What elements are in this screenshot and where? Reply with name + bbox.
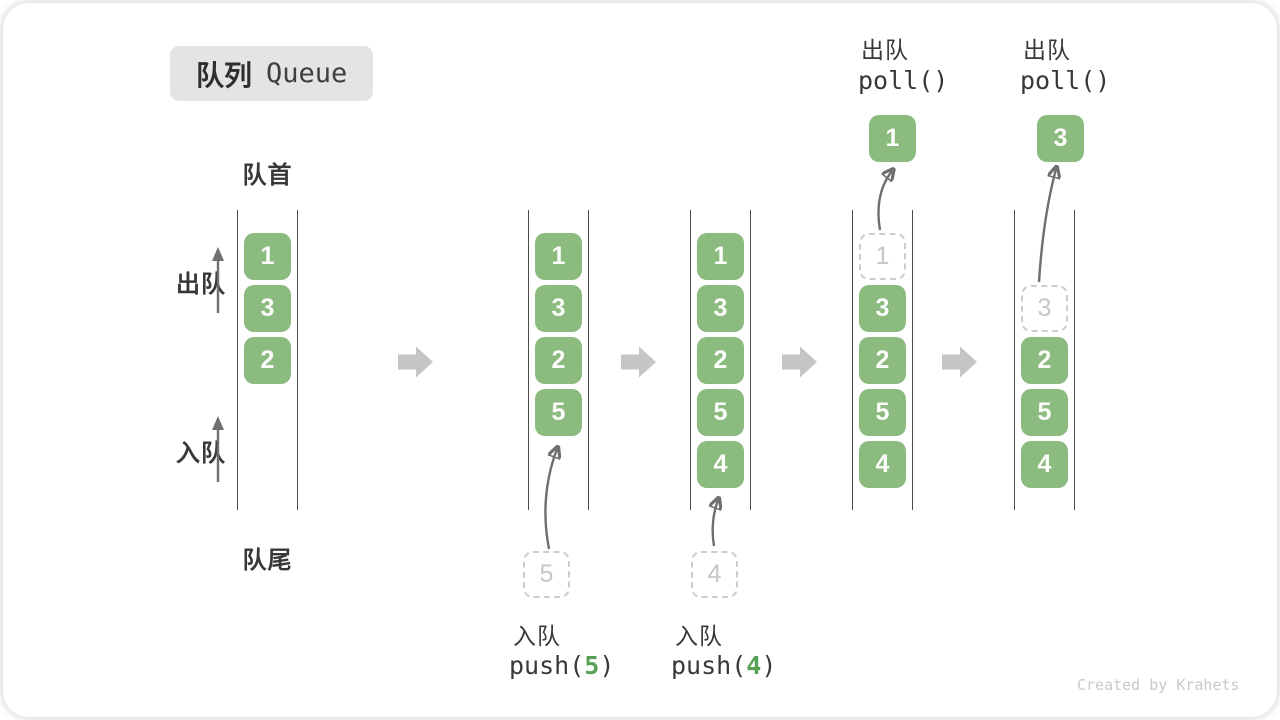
queue-cell: 3	[244, 285, 291, 332]
code-fn: push(	[671, 651, 747, 680]
enqueue-op-label: 入队	[675, 623, 723, 649]
enqueue-op-code: push(4)	[671, 651, 776, 680]
rear-label: 队尾	[242, 547, 293, 574]
enqueue-direction-arrow-icon	[212, 416, 224, 482]
enqueue-flow-arrow-icon	[698, 490, 738, 547]
queue-cell: 2	[1021, 337, 1068, 384]
code-arg: 5	[584, 651, 600, 680]
queue-cell: 2	[535, 337, 582, 384]
queue-column-4: 1 3 2 5 4	[852, 210, 913, 510]
title-zh: 队列	[196, 59, 253, 91]
code-arg: 4	[746, 651, 762, 680]
queue-cell: 4	[859, 441, 906, 488]
dequeued-cell: 1	[869, 115, 916, 162]
queue-cell: 4	[1021, 441, 1068, 488]
code-close: )	[761, 651, 777, 680]
dequeue-flow-arrow-icon	[1037, 158, 1074, 283]
front-label: 队首	[242, 162, 293, 189]
dequeue-op-code: poll()	[1020, 66, 1110, 95]
queue-cell: 3	[859, 285, 906, 332]
queue-cell: 1	[535, 233, 582, 280]
queue-cell: 1	[697, 233, 744, 280]
step-arrow-icon	[782, 346, 817, 378]
dequeue-op-label: 出队	[1023, 37, 1071, 63]
code-fn: push(	[509, 651, 585, 680]
pending-cell: 5	[523, 551, 570, 598]
dequeued-cell: 3	[1037, 115, 1084, 162]
queue-cell: 4	[697, 441, 744, 488]
step-arrow-icon	[942, 346, 977, 378]
queue-cell: 2	[859, 337, 906, 384]
code: poll()	[858, 66, 949, 95]
ghost-cell: 1	[859, 233, 906, 280]
code-close: )	[599, 651, 615, 680]
queue-cell: 3	[535, 285, 582, 332]
enqueue-flow-arrow-icon	[544, 437, 575, 550]
dequeue-op-label: 出队	[861, 37, 909, 63]
queue-column-3: 1 3 2 5 4	[690, 210, 751, 510]
step-arrow-icon	[621, 346, 656, 378]
title-en: Queue	[266, 58, 348, 89]
ghost-cell: 3	[1021, 285, 1068, 332]
enqueue-op-label: 入队	[513, 623, 561, 649]
dequeue-direction-arrow-icon	[212, 247, 224, 313]
queue-column-2: 1 3 2 5	[528, 210, 589, 510]
queue-cell: 2	[244, 337, 291, 384]
watermark: Created by Krahets	[1077, 676, 1240, 694]
queue-cell: 1	[244, 233, 291, 280]
step-arrow-icon	[398, 346, 433, 378]
enqueue-op-code: push(5)	[509, 651, 614, 680]
queue-cell: 2	[697, 337, 744, 384]
queue-cell: 5	[697, 389, 744, 436]
dequeue-flow-arrow-icon	[877, 160, 910, 231]
code: poll()	[1020, 66, 1111, 95]
dequeue-op-code: poll()	[858, 66, 948, 95]
queue-column-5: 3 2 5 4	[1014, 210, 1075, 510]
queue-cell: 3	[697, 285, 744, 332]
pending-cell: 4	[691, 551, 738, 598]
queue-cell: 5	[859, 389, 906, 436]
title-box: 队列 Queue	[170, 46, 374, 101]
queue-cell: 5	[1021, 389, 1068, 436]
queue-column-1: 1 3 2	[237, 210, 298, 510]
queue-cell: 5	[535, 389, 582, 436]
